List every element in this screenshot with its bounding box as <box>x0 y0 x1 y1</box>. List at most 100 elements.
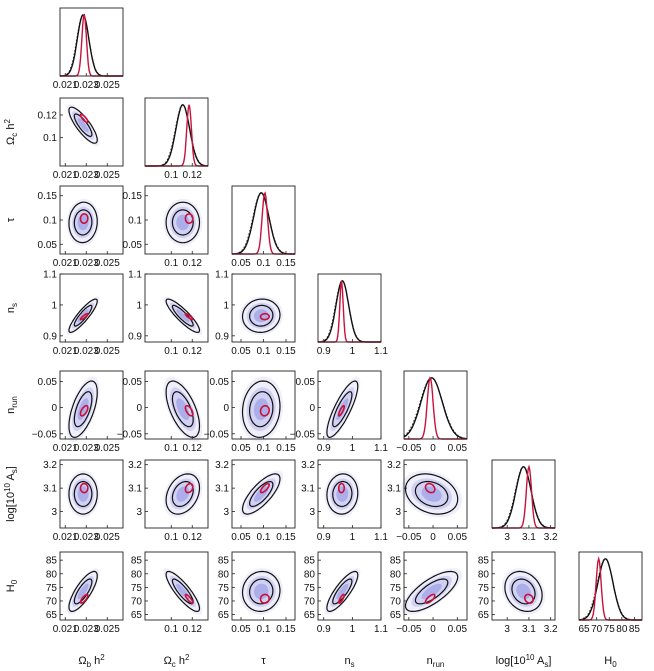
x-tick-label-obh2: 0.025 <box>95 532 120 543</box>
density-H0-logA-3 <box>501 568 546 615</box>
density-H0-tau-3 <box>239 568 284 615</box>
y-axis-label-H0: H0 <box>5 579 19 592</box>
frame-logA-nrun <box>403 459 468 529</box>
x-tick-label-obh2: 0.023 <box>74 624 99 635</box>
y-tick-label-H0: 70 <box>218 596 230 607</box>
y-tick-label-H0: 70 <box>304 596 316 607</box>
density-nrun-obh2-3 <box>66 376 100 442</box>
x-tick-label-tau: 0.1 <box>257 532 271 543</box>
x-tick-label-logA: 3 <box>504 624 510 635</box>
y-tick-label-ns: 0.9 <box>215 331 229 342</box>
x-tick-label-obh2: 0.023 <box>74 532 99 543</box>
density-logA-ns-2 <box>330 478 355 510</box>
y-tick-label-tau: 0.1 <box>128 216 142 227</box>
marginal-dotted-tau <box>232 192 295 255</box>
marginal-wide-ns <box>317 279 381 343</box>
x-tick-label-logA: 3 <box>504 532 510 543</box>
y-tick-label-nrun: 0 <box>223 403 229 414</box>
contour68-H0-obh2 <box>73 578 93 605</box>
marginal-narrow-logA <box>492 464 555 529</box>
contour95-och2-obh2 <box>68 106 98 144</box>
contour68-nrun-tau <box>248 391 274 428</box>
contour68-nrun-obh2 <box>73 391 93 428</box>
y-tick-label-nrun: −0.05 <box>117 429 143 440</box>
y-tick-label-och2: 0.12 <box>38 111 58 122</box>
contour-narrow-H0-tau <box>259 593 271 604</box>
density-nrun-och2-3 <box>163 376 203 442</box>
density-H0-nrun-2 <box>411 575 452 607</box>
density-logA-nrun-3 <box>401 470 462 518</box>
contour-narrow-logA-tau <box>259 482 271 494</box>
contour95-nrun-ns <box>326 380 359 439</box>
marginal-narrow-nrun <box>404 376 467 440</box>
y-tick-label-H0: 65 <box>218 610 230 621</box>
x-tick-label-tau: 0.15 <box>276 532 296 543</box>
x-tick-label-tau: 0.05 <box>231 624 251 635</box>
contour-narrow-H0-nrun <box>424 593 436 604</box>
y-tick-label-H0: 85 <box>304 556 316 567</box>
density-nrun-obh2-2 <box>72 387 95 431</box>
y-tick-label-H0: 70 <box>390 596 402 607</box>
contour-narrow-logA-obh2 <box>79 482 89 494</box>
y-tick-label-logA: 3 <box>223 507 229 518</box>
contour95-H0-nrun <box>404 570 459 612</box>
y-tick-label-H0: 65 <box>131 610 143 621</box>
y-tick-label-logA: 3.2 <box>43 460 57 471</box>
x-tick-label-nrun: 0.05 <box>448 443 468 454</box>
x-axis-label-logA: log[1010 As] <box>496 653 552 669</box>
marginal-narrow-H0 <box>579 556 642 621</box>
contour68-logA-obh2 <box>73 480 93 508</box>
y-tick-label-H0: 70 <box>478 596 490 607</box>
density-tau-och2-3 <box>163 198 203 246</box>
y-tick-label-tau: 0.15 <box>38 191 58 202</box>
svg-text:τ: τ <box>261 655 266 667</box>
y-tick-label-H0: 65 <box>390 610 402 621</box>
x-tick-label-H0: 70 <box>591 624 603 635</box>
marginal-dotted-och2 <box>145 104 209 167</box>
y-tick-label-nrun: 0.05 <box>296 377 316 388</box>
svg-text:Ωc h2: Ωc h2 <box>3 119 19 145</box>
frame-H0-nrun <box>403 551 468 621</box>
frame-logA-och2 <box>144 459 209 529</box>
x-tick-label-tau: 0.15 <box>276 443 296 454</box>
y-tick-label-logA: 3.2 <box>301 460 315 471</box>
contour68-ns-och2 <box>171 304 194 327</box>
contour68-tau-obh2 <box>73 209 93 236</box>
y-tick-label-och2: 0.1 <box>43 133 57 144</box>
y-tick-label-H0: 65 <box>46 610 58 621</box>
y-axis-label-logA: log[1010 As] <box>3 466 19 522</box>
x-tick-label-ns: 1.1 <box>374 532 388 543</box>
x-tick-label-och2: 0.12 <box>183 443 203 454</box>
x-tick-label-obh2: 0.025 <box>95 258 120 269</box>
svg-text:τ: τ <box>5 217 17 222</box>
frame-nrun-ns <box>317 370 382 440</box>
x-tick-label-nrun: 0 <box>430 532 436 543</box>
svg-text:H0: H0 <box>5 579 19 592</box>
y-tick-label-nrun: 0 <box>136 403 142 414</box>
contour68-H0-nrun <box>414 578 449 605</box>
x-tick-label-logA: 3.2 <box>544 624 558 635</box>
x-tick-label-och2: 0.1 <box>164 443 178 454</box>
x-tick-label-ns: 1.1 <box>374 624 388 635</box>
density-logA-ns-3 <box>324 470 361 518</box>
y-axis-label-tau: τ <box>5 217 17 222</box>
x-tick-label-nrun: 0.05 <box>448 532 468 543</box>
x-tick-label-tau: 0.15 <box>276 624 296 635</box>
y-tick-label-H0: 75 <box>131 583 143 594</box>
contour-narrow-logA-nrun <box>424 482 436 494</box>
y-tick-label-logA: 3.1 <box>128 484 142 495</box>
density-och2-obh2-2 <box>72 111 95 140</box>
y-tick-label-H0: 85 <box>131 556 143 567</box>
x-axis-label-obh2: Ωb h2 <box>78 653 105 669</box>
y-tick-label-ns: 0.9 <box>43 331 57 342</box>
